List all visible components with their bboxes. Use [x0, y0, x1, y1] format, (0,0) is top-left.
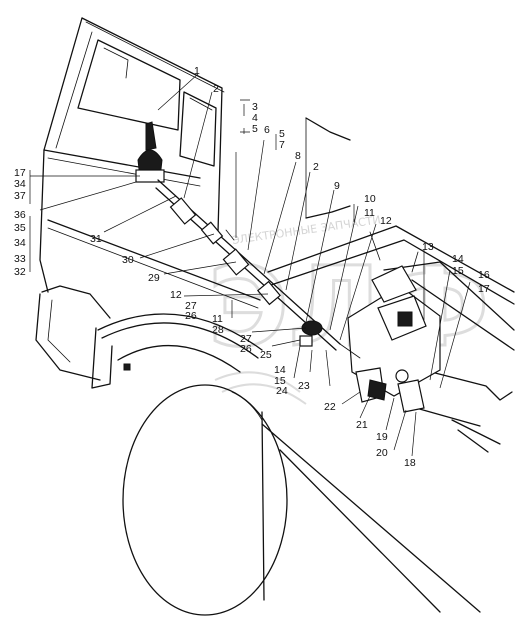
- callout-33: 33: [14, 253, 26, 265]
- leader-lines: [29, 73, 471, 457]
- callout-15: 15: [274, 375, 286, 387]
- fender-bolt: [123, 363, 131, 371]
- callout-29: 29: [148, 272, 160, 284]
- callout-18: 18: [404, 457, 416, 469]
- fender-and-wheel: [91, 313, 481, 616]
- callout-14: 14: [274, 364, 286, 376]
- callout-23: 23: [298, 380, 310, 392]
- chassis-frame: [267, 117, 515, 453]
- callout-25: 25: [260, 349, 272, 361]
- watermark-wheat-icon: [214, 371, 307, 405]
- callout-13: 13: [422, 241, 434, 253]
- lever-knob: [145, 121, 157, 151]
- callout-26: 26: [185, 310, 197, 322]
- callout-10: 10: [364, 193, 376, 205]
- callout-2: 2: [213, 83, 219, 95]
- callout-12: 12: [380, 215, 392, 227]
- callout-14: 14: [452, 253, 464, 265]
- joint-clamp: [299, 335, 313, 347]
- callout-34: 34: [14, 178, 26, 190]
- callout-11: 11: [212, 313, 223, 325]
- callout-35: 35: [14, 222, 26, 234]
- callout-5: 5: [252, 123, 258, 135]
- callout-11: 11: [364, 207, 375, 219]
- callout-26: 26: [240, 343, 252, 355]
- cab-windows: [77, 39, 217, 167]
- callout-19: 19: [376, 431, 388, 443]
- callout-1: 1: [194, 65, 200, 77]
- callout-28: 28: [212, 324, 224, 336]
- callout-17: 17: [478, 283, 490, 295]
- callout-34: 34: [14, 237, 26, 249]
- callout-17: 17: [14, 167, 26, 179]
- gear-lever: [135, 121, 165, 183]
- shift-lever-dark: [367, 379, 387, 401]
- bracket-mid: [200, 221, 224, 245]
- callout-21: 21: [356, 419, 368, 431]
- callout-9: 9: [334, 180, 340, 192]
- callout-12: 12: [170, 289, 182, 301]
- callout-24: 24: [276, 385, 288, 397]
- callout-3: 3: [252, 101, 258, 113]
- callout-22: 22: [324, 401, 336, 413]
- callout-27: 27: [185, 300, 197, 312]
- callout-labels: 1 2 3 4 5 5 7 6 8 2 9 10 11 12 13 14 15 …: [14, 65, 490, 469]
- callout-7: 7: [279, 139, 285, 151]
- callout-32: 32: [14, 266, 26, 278]
- pivot-pin: [395, 369, 409, 383]
- lever-base: [135, 169, 165, 183]
- joint-upper: [169, 197, 197, 225]
- callout-5: 5: [279, 128, 285, 140]
- callout-20: 20: [376, 447, 388, 459]
- callout-2: 2: [313, 161, 319, 173]
- cab-body: [35, 17, 261, 381]
- callout-8: 8: [295, 150, 301, 162]
- callout-4: 4: [252, 112, 258, 124]
- joint-lower: [257, 280, 281, 306]
- gearbox-window: [397, 311, 413, 327]
- callout-30: 30: [122, 254, 134, 266]
- callout-37: 37: [14, 190, 26, 202]
- callout-15: 15: [452, 265, 464, 277]
- callout-36: 36: [14, 209, 26, 221]
- callout-6: 6: [264, 124, 270, 136]
- callout-16: 16: [478, 269, 490, 281]
- callout-31: 31: [90, 233, 102, 245]
- callout-27: 27: [240, 333, 252, 345]
- gearbox-mechanism: [339, 251, 441, 413]
